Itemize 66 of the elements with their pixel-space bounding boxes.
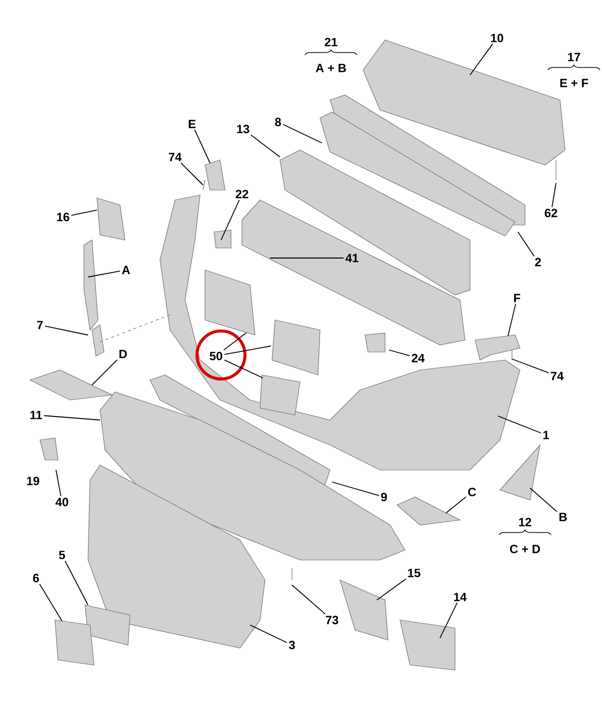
callout-number: 2 xyxy=(535,258,541,266)
leader-line xyxy=(224,346,272,355)
callout-number: A + B xyxy=(316,64,346,72)
callout-number: 1 xyxy=(543,430,549,440)
callout-number: 74 xyxy=(168,152,182,162)
callout-number: 62 xyxy=(544,208,558,218)
leader-line xyxy=(440,602,458,638)
leader-line xyxy=(92,359,118,386)
leader-line xyxy=(512,358,550,374)
leader-line xyxy=(39,584,62,622)
leader-line xyxy=(518,232,535,257)
callout-number: D xyxy=(119,350,127,358)
leader-line xyxy=(332,482,380,496)
leader-line xyxy=(224,359,264,378)
leader-line xyxy=(44,326,88,336)
leader-line xyxy=(552,182,556,208)
leader-line xyxy=(508,303,516,336)
callout-number: 74 xyxy=(550,372,564,380)
callout-number: 5 xyxy=(59,550,65,560)
callout-number: F xyxy=(514,294,520,302)
leader-line xyxy=(498,416,542,434)
leader-line xyxy=(44,415,100,420)
callout-number: 14 xyxy=(454,592,467,602)
callout-number: 16 xyxy=(57,212,70,222)
callout-number: 9 xyxy=(381,492,387,502)
callout-number: 40 xyxy=(56,498,68,506)
leader-line xyxy=(70,210,98,216)
callout-number: 50 xyxy=(210,352,222,360)
callout-number: 13 xyxy=(237,124,250,134)
leader-line xyxy=(88,270,120,278)
leader-line xyxy=(530,488,558,512)
callout-number: 17 xyxy=(568,52,580,62)
callout-number: A xyxy=(122,266,130,274)
leader-line xyxy=(376,578,406,600)
leader-line xyxy=(64,560,88,606)
callout-number: B xyxy=(559,512,567,522)
callout-number: 22 xyxy=(236,190,248,198)
leader-line xyxy=(250,134,280,158)
callout-number: 19 xyxy=(27,476,40,486)
callout-number: 11 xyxy=(30,410,42,420)
callout-number: E + F xyxy=(560,78,588,88)
leader-line xyxy=(220,199,240,240)
leader-line xyxy=(446,496,466,514)
leader-line xyxy=(470,44,494,76)
callout-number: 73 xyxy=(326,616,338,624)
callout-number: 8 xyxy=(275,118,281,126)
leader-line xyxy=(223,332,246,350)
callout-number: C + D xyxy=(510,544,540,554)
callout-number: 6 xyxy=(33,574,39,582)
callout-number: 10 xyxy=(491,34,504,42)
leader-line xyxy=(180,162,204,186)
callout-number: 12 xyxy=(519,518,532,526)
callout-number: 21 xyxy=(324,38,338,46)
leader-line xyxy=(292,584,326,614)
callout-number: 24 xyxy=(412,354,425,362)
leader-line xyxy=(56,470,62,496)
leader-line xyxy=(282,124,322,144)
callout-number: 7 xyxy=(37,320,43,330)
callout-number: 41 xyxy=(346,254,358,262)
callout-number: 3 xyxy=(288,640,295,650)
leader-line xyxy=(388,350,410,356)
callout-number: E xyxy=(188,120,196,128)
leader-line xyxy=(194,129,210,164)
callout-number: C xyxy=(468,488,476,496)
leader-line xyxy=(250,624,288,644)
callout-number: 15 xyxy=(408,568,420,578)
